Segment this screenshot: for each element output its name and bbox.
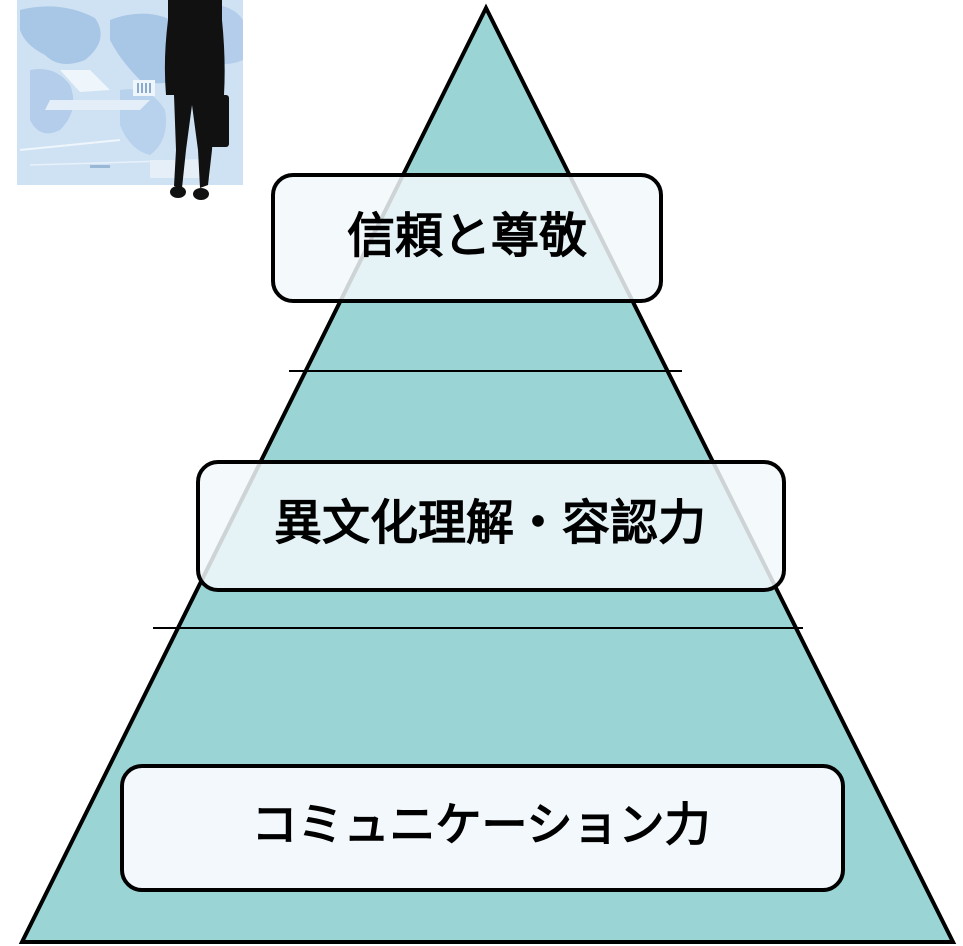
- pyramid-level-middle: 異文化理解・容認力: [196, 460, 786, 592]
- pyramid-level-top: 信頼と尊敬: [271, 173, 663, 303]
- level-label-trust-respect: 信頼と尊敬: [347, 208, 588, 264]
- businessman-silhouette: [164, 0, 229, 200]
- level-label-cross-cultural: 異文化理解・容認力: [274, 495, 706, 551]
- level-label-communication: コミュニケーション力: [251, 798, 710, 852]
- pyramid-level-bottom: コミュニケーション力: [120, 764, 845, 892]
